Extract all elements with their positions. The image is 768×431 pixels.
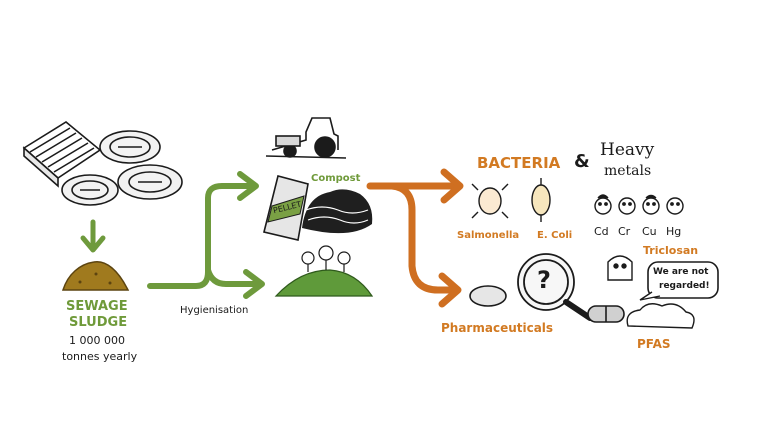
metal-faces-icon: [594, 194, 684, 215]
pharmaceuticals-label: Pharmaceuticals: [441, 321, 554, 335]
metal-cu-label: Cu: [642, 225, 657, 238]
triclosan-bottle-icon: [607, 255, 633, 281]
ecoli-label: E. Coli: [537, 230, 573, 241]
compost-pile-icon: [302, 189, 373, 234]
hygienisation-label: Hygienisation: [180, 305, 249, 316]
heavy-metals-line2: metals: [604, 163, 652, 179]
heavy-metals-line1: Heavy: [600, 140, 655, 160]
speech-bubble-icon: [639, 261, 719, 301]
flower-hill-icon: [274, 245, 374, 297]
metal-cr-label: Cr: [618, 225, 631, 238]
bacteria-icon: [471, 178, 551, 222]
question-mark: ?: [537, 266, 551, 294]
tonnes-yearly: tonnes yearly: [62, 350, 138, 363]
triclosan-label: Triclosan: [643, 244, 699, 257]
bacteria-label: BACTERIA: [477, 154, 561, 172]
magnifier-icon: [517, 253, 593, 321]
speech-line1: We are not: [653, 267, 709, 277]
tonnes-number: 1 000 000: [69, 334, 125, 347]
treatment-plant-icon: [22, 121, 183, 206]
ampersand-label: &: [574, 151, 590, 172]
pfas-label: PFAS: [637, 337, 671, 351]
pellet-bag-icon: [263, 175, 309, 241]
salmonella-label: Salmonella: [457, 230, 520, 241]
compost-label: Compost: [311, 173, 361, 184]
speech-line2: regarded!: [659, 281, 710, 291]
metal-cd-label: Cd: [594, 225, 609, 238]
risk-arrow-icon: [366, 168, 464, 308]
sludge-pile-icon: [61, 261, 130, 291]
tractor-icon: [265, 117, 347, 159]
sewage-sludge-title-line2: SLUDGE: [69, 315, 128, 330]
pill-capsule-icon: [469, 285, 625, 323]
metal-hg-label: Hg: [666, 225, 682, 238]
hygienisation-arrow-icon: [147, 171, 265, 299]
down-arrow-icon: [80, 219, 106, 253]
cloud-icon: [626, 303, 695, 329]
sewage-sludge-title-line1: SEWAGE: [66, 299, 128, 314]
